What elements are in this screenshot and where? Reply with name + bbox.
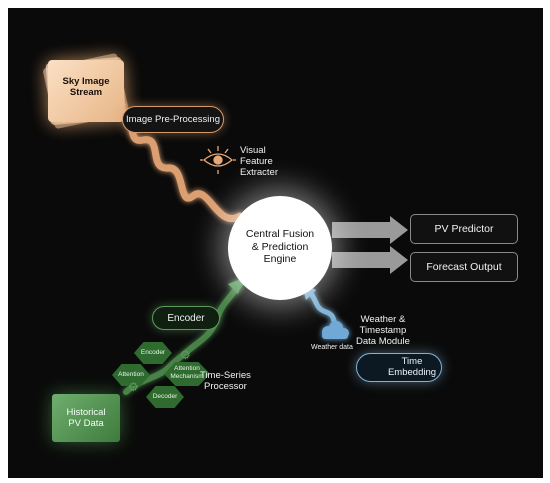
forecast-output-node: Forecast Output — [410, 252, 518, 282]
arrow-to-forecast-output — [332, 246, 408, 274]
image-preprocessing-node: Image Pre-Processing — [122, 106, 224, 133]
historical-pv-data-node: Historical PV Data — [52, 394, 120, 442]
image-preprocessing-label: Image Pre-Processing — [126, 114, 220, 125]
cloud-icon — [322, 321, 349, 339]
pv-predictor-label: PV Predictor — [434, 223, 494, 235]
encoder-block — [134, 342, 172, 364]
weather-module-label: Weather & Timestamp Data Module — [356, 314, 410, 347]
diagram-canvas: Sky Image Stream Image Pre-Processing Vi… — [8, 8, 543, 478]
sky-card-front — [48, 60, 124, 122]
attention-block — [112, 364, 150, 386]
sky-image-stream-node: Sky Image Stream — [42, 52, 130, 130]
arrow-to-pv-predictor — [332, 216, 408, 244]
time-series-processor-label: Time-Series Processor — [200, 370, 251, 392]
time-embedding-node: Time Embedding — [356, 353, 442, 382]
green-wave-connector — [123, 281, 243, 395]
sky-image-stream-label: Sky Image Stream — [62, 76, 110, 98]
attention-mechanism-block — [164, 362, 210, 386]
mini-encoder-label: Encoder — [140, 349, 166, 356]
pv-predictor-node: PV Predictor — [410, 214, 518, 244]
forecast-output-label: Forecast Output — [426, 261, 502, 273]
mini-decoder-label: Decoder — [152, 393, 178, 400]
encoder-label: Encoder — [167, 312, 205, 324]
time-embedding-label: Time Embedding — [387, 356, 437, 378]
central-fusion-engine-node: Central Fusion & Prediction Engine — [228, 196, 332, 300]
mini-attention-mechanism-label: Attention Mechanism — [170, 365, 204, 380]
decoder-block — [146, 386, 184, 408]
gear-icon-small: ⚙ — [128, 380, 139, 394]
visual-feature-extracter-label: Visual Feature Extracter — [240, 145, 279, 178]
encoder-node: Encoder — [152, 306, 220, 330]
mini-attention-label: Attention — [118, 371, 144, 378]
eye-icon — [200, 146, 236, 174]
weather-data-label: Weather data — [311, 344, 353, 351]
orange-wave-connector — [114, 104, 244, 222]
central-fusion-engine-label: Central Fusion & Prediction Engine — [245, 228, 315, 265]
connectors-layer — [108, 98, 408, 395]
gear-icon: ⚙ — [180, 348, 191, 362]
historical-pv-data-label: Historical PV Data — [66, 407, 106, 429]
